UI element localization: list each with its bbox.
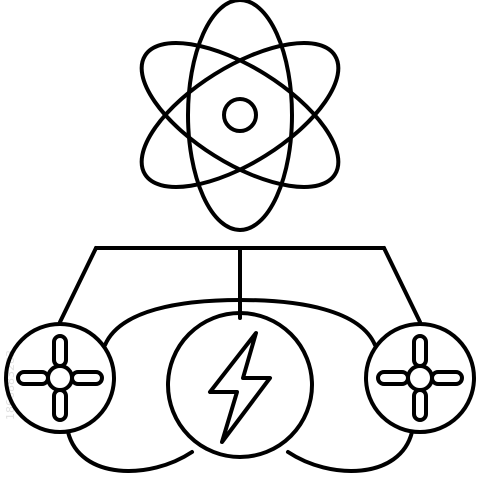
fan-left-blade-left xyxy=(16,370,50,386)
fan-right-blade-top xyxy=(412,334,428,368)
distribution-bottom-left-arc xyxy=(66,430,194,473)
atom-orbit-vertical xyxy=(186,0,294,232)
fan-left-blade-right xyxy=(70,370,104,386)
fan-left-blade-top xyxy=(52,334,68,368)
atom-icon xyxy=(139,0,341,232)
atom-nucleus xyxy=(222,97,258,133)
fan-right-blade-left xyxy=(376,370,410,386)
fan-right-icon xyxy=(364,322,476,434)
fan-left-icon xyxy=(4,322,116,434)
fan-right-hub xyxy=(406,364,434,392)
fan-right-blade-right xyxy=(430,370,464,386)
fan-right-blade-bottom xyxy=(412,388,428,422)
lightning-circle xyxy=(166,311,314,459)
distribution-left-branch xyxy=(58,246,98,324)
lightning-bolt-icon xyxy=(166,311,314,459)
fan-left-blade-bottom xyxy=(52,388,68,422)
atom-orbit-right-diagonal xyxy=(139,41,341,189)
distribution-right-branch xyxy=(382,246,422,324)
fan-left-hub xyxy=(46,364,74,392)
atom-orbit-left-diagonal xyxy=(139,41,341,189)
distribution-inner-right-arc xyxy=(238,298,377,347)
fan-right-housing xyxy=(364,322,476,434)
distribution-lines xyxy=(58,246,422,473)
distribution-bottom-right-arc xyxy=(286,430,414,473)
distribution-inner-left-arc xyxy=(103,298,242,347)
lightning-bolt xyxy=(208,331,272,444)
fan-left-housing xyxy=(4,322,116,434)
